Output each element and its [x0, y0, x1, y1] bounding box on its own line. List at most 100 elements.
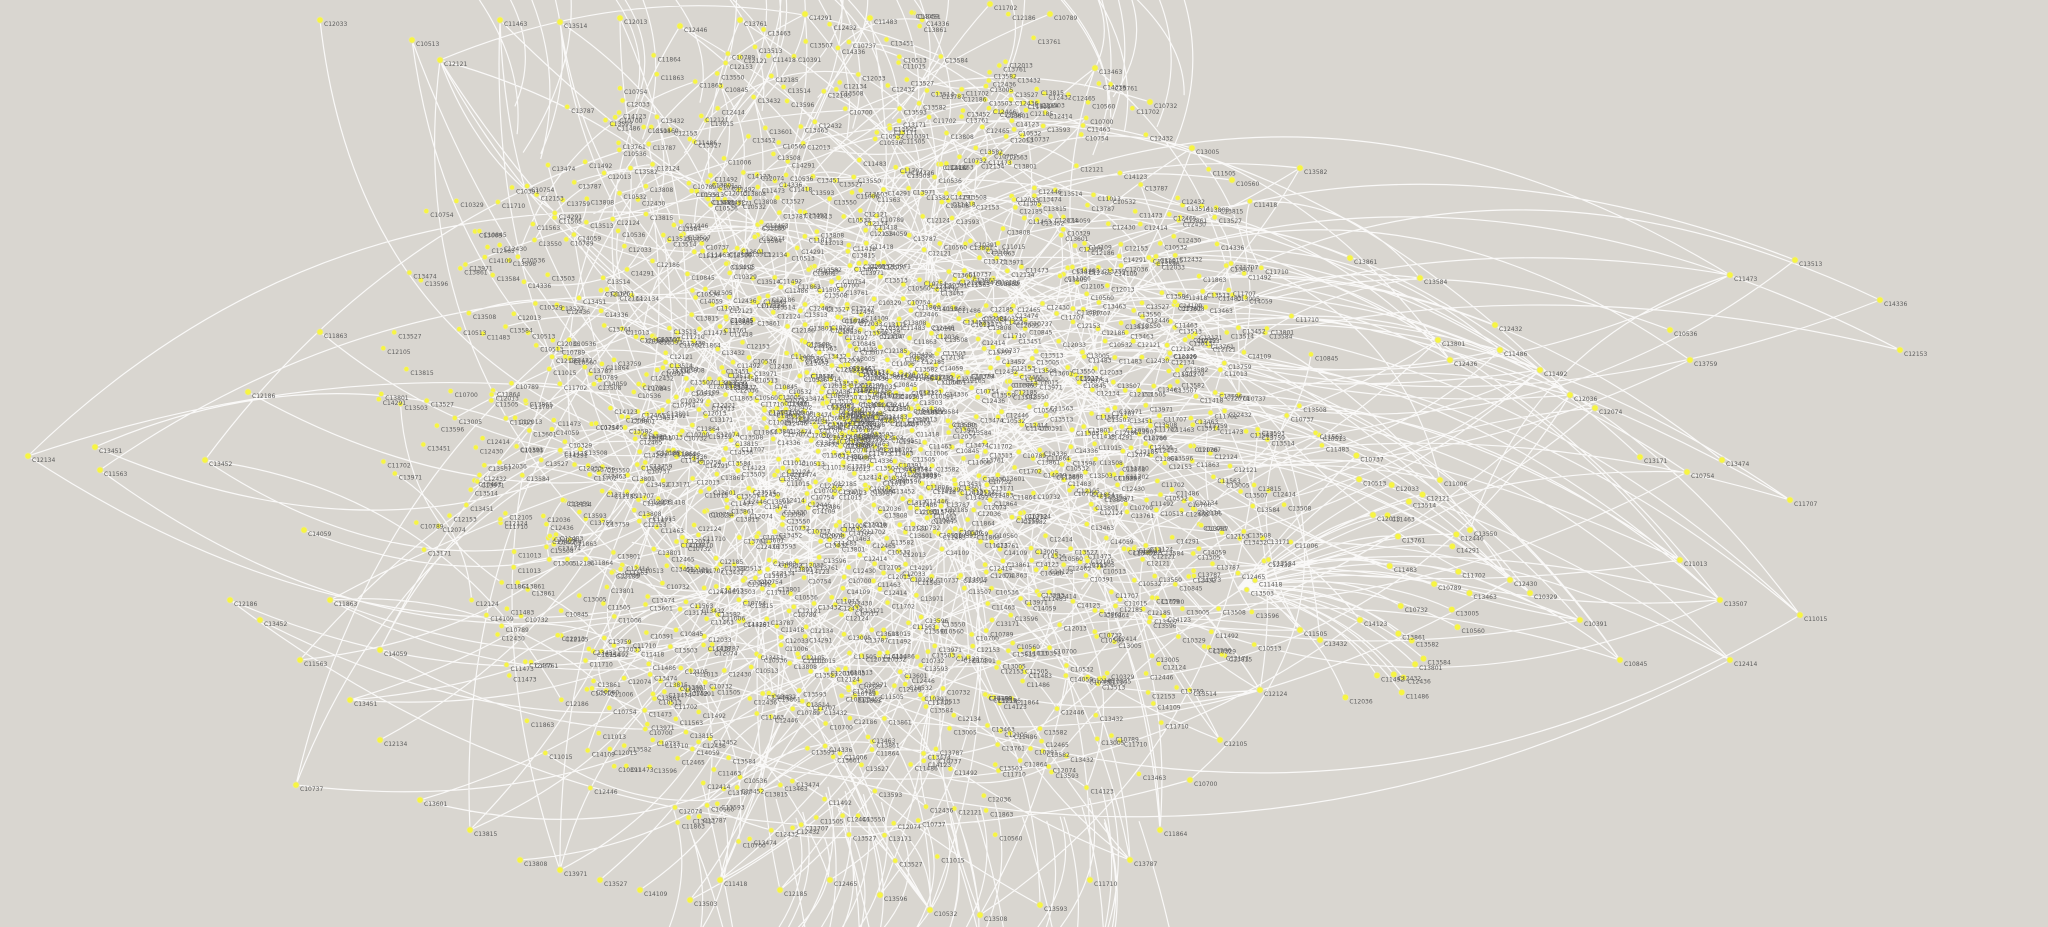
graph-node[interactable]	[805, 654, 812, 661]
graph-node[interactable]	[789, 824, 796, 831]
graph-node[interactable]	[1009, 514, 1016, 521]
graph-node[interactable]	[705, 398, 712, 405]
graph-node[interactable]	[777, 782, 784, 789]
graph-node[interactable]	[786, 607, 793, 614]
graph-node[interactable]	[1028, 375, 1035, 382]
graph-node[interactable]	[598, 360, 605, 367]
graph-node[interactable]	[884, 82, 891, 89]
graph-node[interactable]	[674, 363, 681, 370]
graph-node[interactable]	[958, 86, 965, 93]
graph-node[interactable]	[801, 10, 809, 18]
graph-node[interactable]	[839, 585, 846, 592]
graph-node[interactable]	[607, 489, 614, 496]
graph-node[interactable]	[923, 803, 930, 810]
graph-node[interactable]	[717, 323, 724, 330]
graph-node[interactable]	[1005, 361, 1012, 368]
graph-node[interactable]	[910, 576, 917, 583]
graph-node[interactable]	[710, 766, 717, 773]
graph-node[interactable]	[1296, 626, 1304, 634]
graph-node[interactable]	[938, 546, 945, 553]
graph-node[interactable]	[1139, 299, 1146, 306]
graph-node[interactable]	[1017, 595, 1024, 602]
graph-node[interactable]	[884, 649, 891, 656]
graph-node[interactable]	[673, 538, 680, 545]
graph-node[interactable]	[380, 345, 387, 352]
graph-node[interactable]	[980, 792, 987, 799]
graph-node[interactable]	[522, 397, 529, 404]
graph-node[interactable]	[764, 292, 771, 299]
graph-node[interactable]	[1048, 769, 1055, 776]
graph-node[interactable]	[896, 315, 903, 322]
graph-node[interactable]	[984, 722, 991, 729]
graph-node[interactable]	[959, 107, 966, 114]
graph-node[interactable]	[776, 886, 784, 894]
graph-node[interactable]	[1164, 342, 1171, 349]
graph-node[interactable]	[468, 597, 475, 604]
graph-node[interactable]	[685, 814, 692, 821]
graph-node[interactable]	[618, 413, 625, 420]
graph-node[interactable]	[1092, 505, 1099, 512]
graph-node[interactable]	[1028, 545, 1035, 552]
graph-node[interactable]	[1405, 497, 1413, 506]
graph-node[interactable]	[851, 679, 858, 686]
graph-node[interactable]	[862, 259, 869, 266]
graph-node[interactable]	[1143, 496, 1150, 503]
graph-node[interactable]	[916, 276, 923, 283]
graph-node[interactable]	[634, 408, 641, 415]
graph-node[interactable]	[96, 466, 104, 474]
graph-node[interactable]	[919, 190, 926, 197]
graph-node[interactable]	[1506, 576, 1514, 584]
graph-node[interactable]	[1465, 589, 1474, 597]
graph-node[interactable]	[1251, 641, 1258, 648]
graph-node[interactable]	[672, 715, 679, 722]
graph-node[interactable]	[725, 585, 732, 592]
graph-node[interactable]	[1060, 213, 1067, 220]
graph-node[interactable]	[1896, 346, 1904, 354]
graph-node[interactable]	[635, 380, 642, 387]
graph-node[interactable]	[995, 355, 1002, 362]
graph-node[interactable]	[678, 218, 685, 225]
graph-node[interactable]	[986, 0, 994, 8]
graph-node[interactable]	[1012, 204, 1019, 211]
graph-node[interactable]	[456, 326, 463, 333]
graph-node[interactable]	[983, 807, 990, 814]
graph-node[interactable]	[610, 549, 617, 556]
graph-node[interactable]	[689, 422, 696, 429]
graph-node[interactable]	[346, 696, 354, 704]
graph-node[interactable]	[1078, 131, 1085, 138]
graph-node[interactable]	[436, 56, 444, 64]
graph-node[interactable]	[886, 125, 893, 132]
graph-node[interactable]	[650, 446, 657, 453]
graph-node[interactable]	[907, 362, 914, 369]
graph-node[interactable]	[713, 555, 720, 562]
graph-node[interactable]	[1199, 288, 1206, 295]
graph-node[interactable]	[603, 687, 610, 694]
graph-node[interactable]	[722, 391, 729, 398]
graph-node[interactable]	[832, 601, 839, 608]
graph-node[interactable]	[496, 241, 503, 248]
graph-node[interactable]	[714, 611, 721, 618]
graph-node[interactable]	[1212, 389, 1219, 396]
graph-node[interactable]	[1796, 611, 1804, 619]
graph-node[interactable]	[508, 184, 515, 191]
graph-node[interactable]	[934, 853, 941, 860]
graph-node[interactable]	[1411, 660, 1419, 668]
graph-node[interactable]	[1228, 260, 1235, 267]
graph-node[interactable]	[1174, 378, 1181, 385]
graph-node[interactable]	[1056, 621, 1063, 628]
graph-node[interactable]	[917, 446, 924, 453]
graph-node[interactable]	[806, 341, 813, 348]
graph-node[interactable]	[406, 269, 413, 276]
graph-node[interactable]	[1448, 605, 1456, 614]
graph-node[interactable]	[472, 444, 479, 451]
graph-node[interactable]	[896, 105, 903, 112]
graph-node[interactable]	[747, 391, 754, 398]
graph-node[interactable]	[416, 796, 424, 804]
graph-node[interactable]	[773, 405, 780, 412]
graph-node[interactable]	[1466, 526, 1474, 534]
graph-node[interactable]	[1686, 356, 1694, 364]
graph-node[interactable]	[489, 271, 496, 278]
graph-node[interactable]	[1083, 784, 1090, 791]
graph-node[interactable]	[1153, 546, 1160, 553]
graph-node[interactable]	[701, 633, 708, 640]
